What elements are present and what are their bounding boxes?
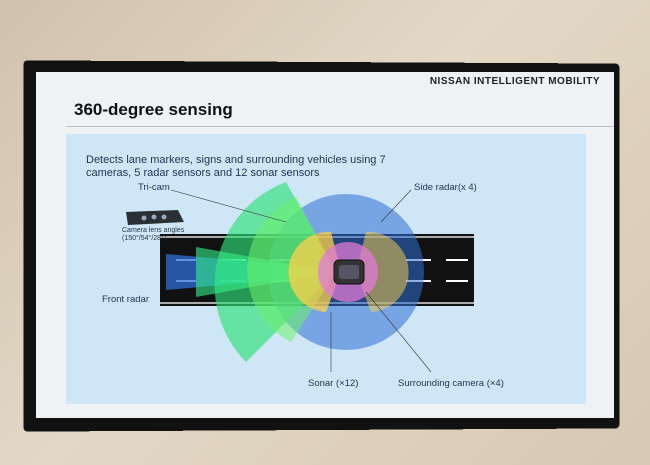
sonar-label: Sonar (×12) xyxy=(308,378,359,389)
tri-cam-lens-1 xyxy=(141,215,147,221)
brand-logo: NISSAN INTELLIGENT MOBILITY xyxy=(429,76,600,87)
title-divider xyxy=(66,126,614,127)
car-roof xyxy=(339,265,359,279)
slide-description: Detects lane markers, signs and surround… xyxy=(86,154,386,179)
surrounding-camera-label: Surrounding camera (×4) xyxy=(398,378,504,389)
presentation-screen: NISSAN INTELLIGENT MOBILITY 360-degree s… xyxy=(36,72,614,418)
slide-title: 360-degree sensing xyxy=(74,100,233,119)
side-radar-label: Side radar(x 4) xyxy=(414,182,477,193)
sensor-coverage-diagram xyxy=(126,182,474,373)
camera-lens-angles-label: Camera lens angles (150°/54°/28°) xyxy=(122,227,185,242)
front-radar-label: Front radar xyxy=(102,294,149,305)
tri-cam-label: Tri-cam xyxy=(138,182,170,193)
surrounding-camera-leader xyxy=(365,291,432,373)
side-radar-leader xyxy=(380,189,412,223)
tri-cam-lens-2 xyxy=(151,214,157,220)
tri-cam-lens-3 xyxy=(161,214,167,220)
tri-cam-leader xyxy=(170,189,287,223)
